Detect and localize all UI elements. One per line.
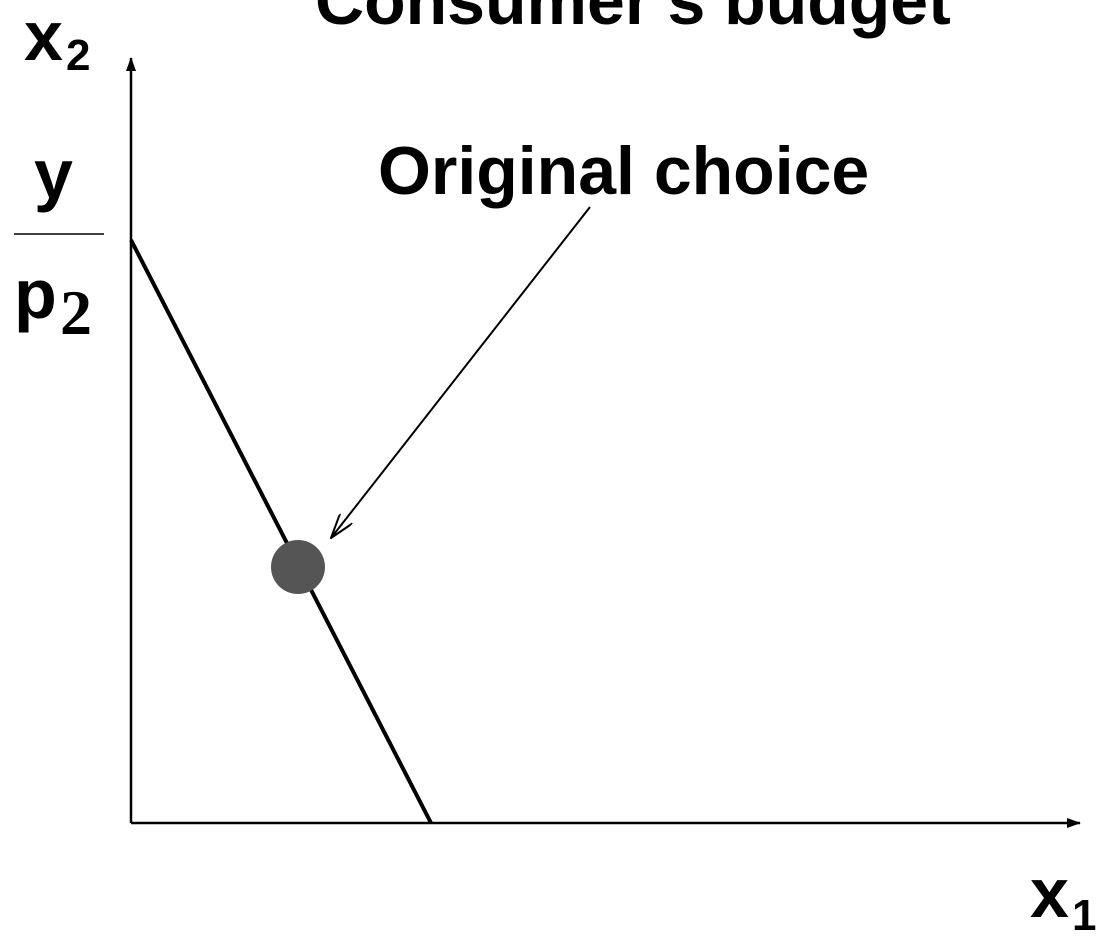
x-axis-label-subscript: 1 [1072,891,1096,938]
intercept-denominator-symbol: p [14,255,57,333]
intercept-denominator-subscript: 2 [60,277,92,348]
y-axis-label: x 2 [24,0,90,80]
x-axis-label-symbol: x [1030,854,1069,932]
original-choice-point [271,540,325,594]
y-axis-label-symbol: x [24,0,63,75]
intercept-denominator: p 2 [14,255,92,348]
x-axis-label: x 1 [1030,854,1096,938]
y-axis-label-subscript: 2 [66,31,90,80]
original-choice-arrow [331,206,591,538]
diagram-title: Consumer's budget [315,0,951,39]
original-choice-label: Original choice [378,133,869,209]
intercept-numerator: y [34,135,73,213]
budget-line [129,239,433,824]
